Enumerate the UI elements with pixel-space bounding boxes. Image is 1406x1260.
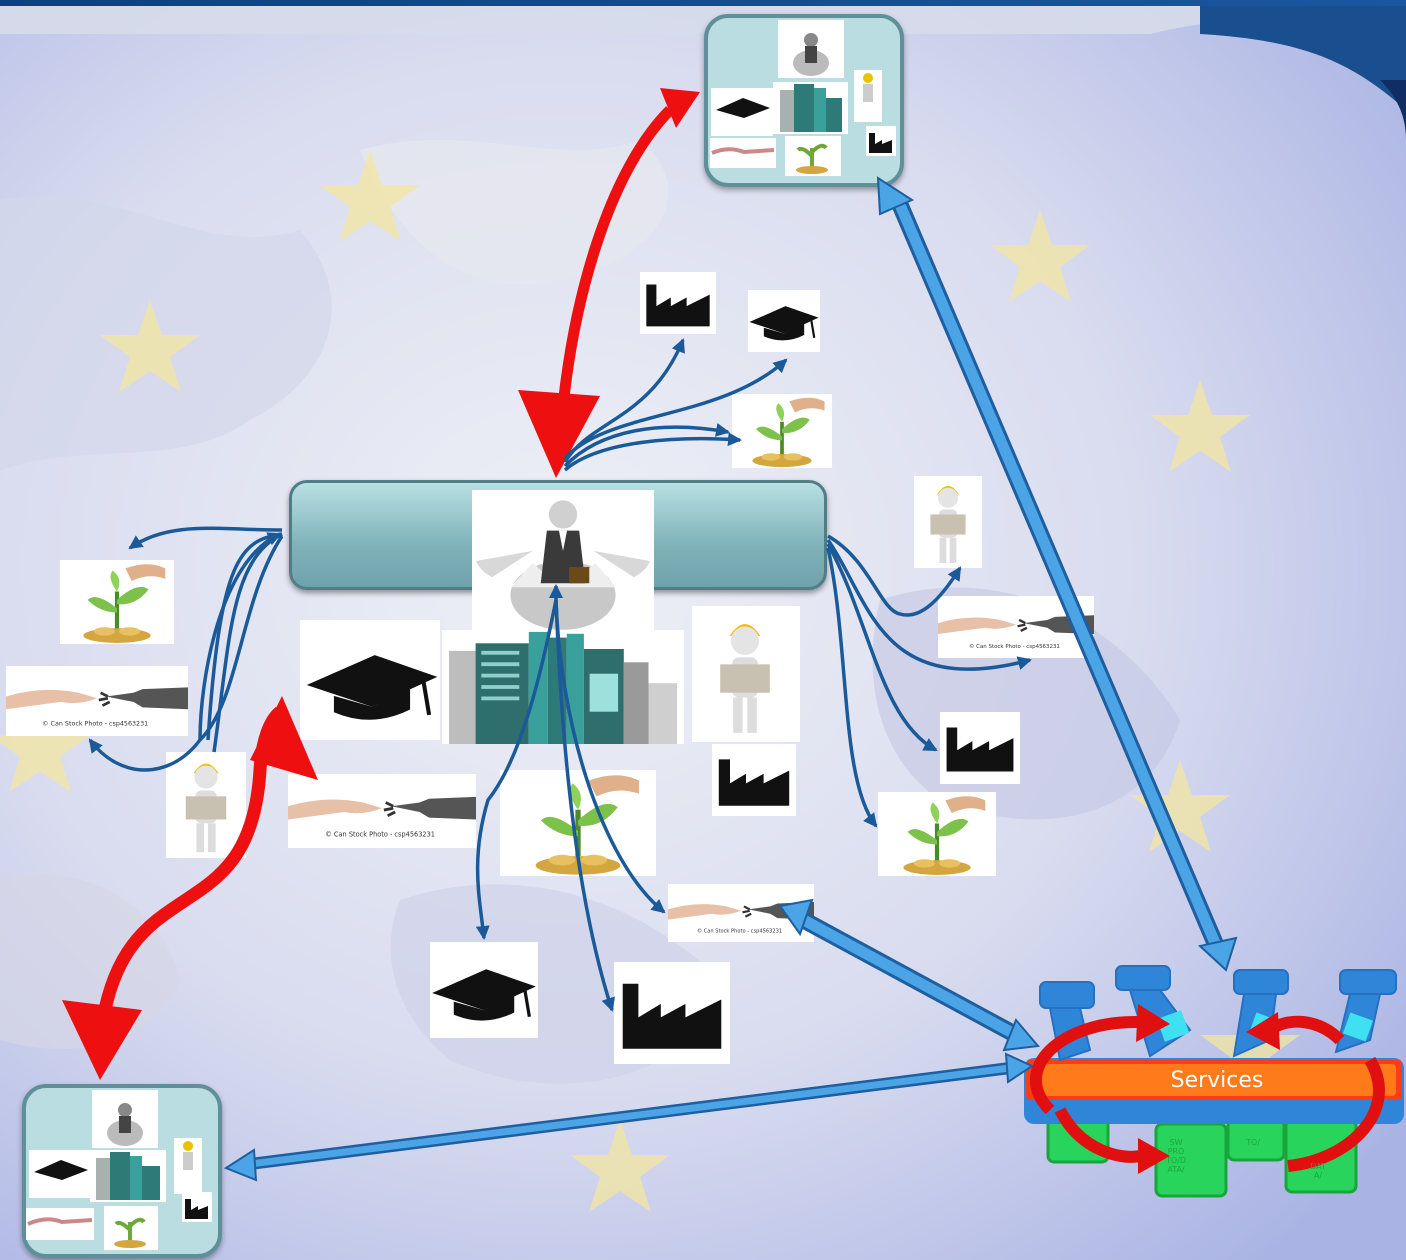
module-label: TO/ [1246, 1138, 1260, 1147]
red-arrow-top [518, 88, 700, 478]
blue-arrow-bottom-hub-to-services [223, 1052, 1035, 1182]
hub-top [704, 14, 904, 187]
services-cluster [1024, 965, 1404, 1198]
blue-arrow-robot-to-services [778, 898, 1040, 1052]
hub-bottom-left [22, 1084, 222, 1258]
red-arrow-left [62, 696, 318, 1080]
blue-arrow-top-to-services [876, 176, 1238, 972]
hub-outgoing-arrows [88, 338, 1032, 1012]
services-label: Services [1170, 1068, 1264, 1093]
